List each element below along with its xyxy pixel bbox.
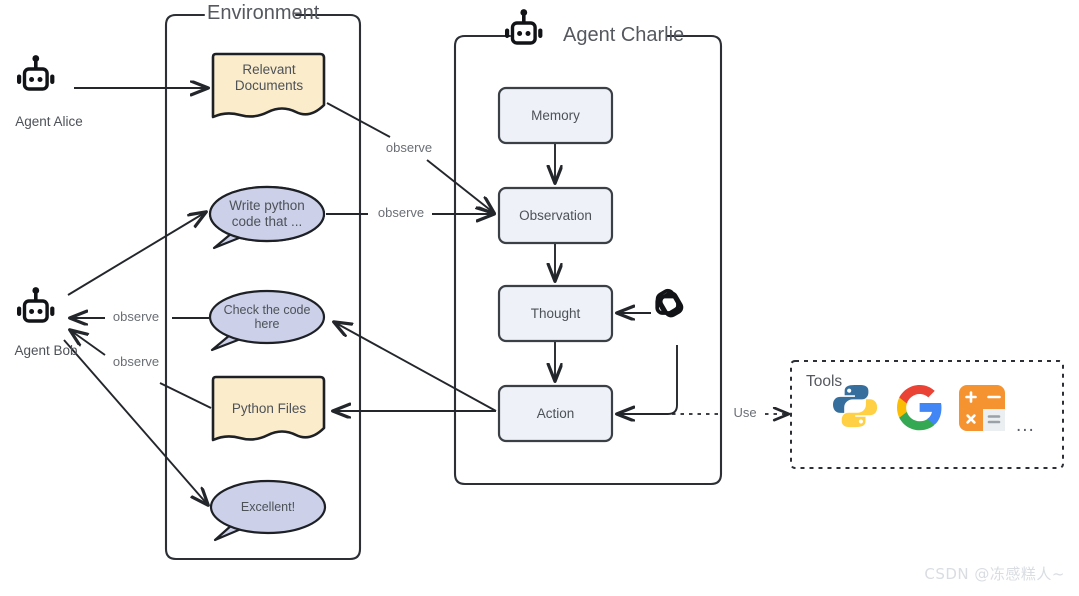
edge-bob-to-write-code — [67, 212, 206, 296]
edge-bob-to-excellent — [63, 339, 208, 505]
edge-action-to-check-code — [334, 322, 497, 412]
google-logo-icon — [897, 385, 942, 431]
watermark: CSDN @冻感糕人~ — [924, 565, 1065, 583]
action-box — [497, 384, 614, 443]
python-logo-icon — [833, 385, 878, 428]
thought-box — [497, 284, 614, 343]
python-files-shape — [211, 375, 326, 442]
write-python-code-shape — [208, 185, 326, 250]
robot-icon — [17, 55, 55, 91]
excellent-shape — [209, 479, 327, 542]
edge-documents-to-observation — [326, 102, 494, 213]
edge-python-files-to-bob — [70, 330, 212, 409]
robot-icon — [17, 287, 55, 323]
environment-frame — [164, 13, 362, 561]
calculator-icon — [959, 385, 1005, 431]
agent-charlie-frame — [453, 34, 723, 486]
tools-panel-frame — [790, 360, 1064, 469]
edge-llm-to-action — [617, 345, 678, 414]
openai-logo-icon — [655, 288, 684, 318]
robot-icon — [505, 9, 543, 45]
memory-box — [497, 86, 614, 145]
observation-box — [497, 186, 614, 245]
relevant-documents-shape — [211, 52, 326, 119]
check-the-code-shape — [208, 289, 326, 352]
